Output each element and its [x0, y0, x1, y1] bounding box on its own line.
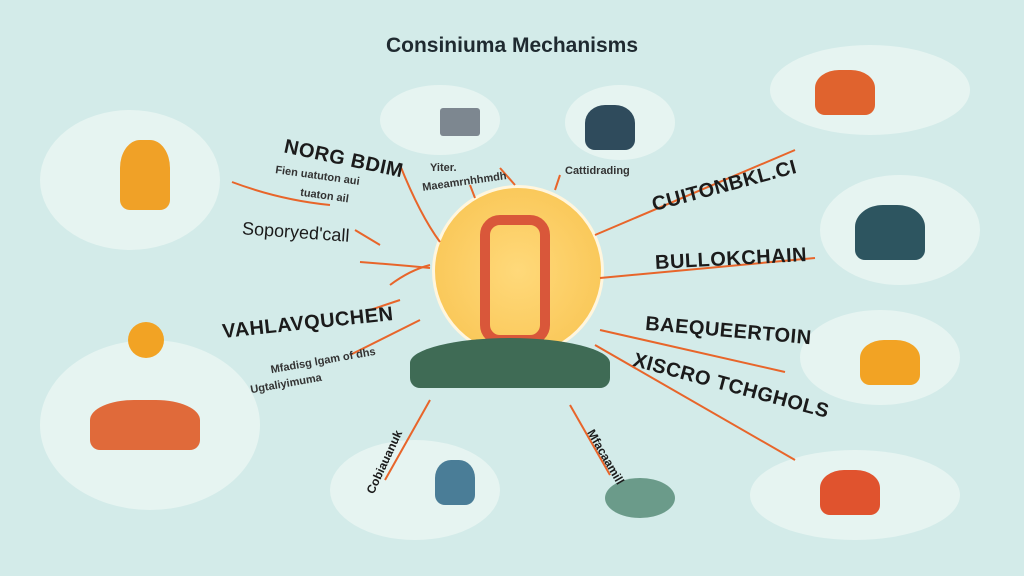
coin-icon [128, 322, 164, 358]
arrow [384, 399, 431, 481]
arrow [354, 229, 381, 246]
arrow [569, 404, 611, 476]
laptop-icon [440, 108, 480, 136]
person-cafe [90, 400, 200, 450]
label-cattid: Cattidrading [565, 165, 630, 177]
arrow [389, 264, 431, 286]
arrow [369, 299, 401, 311]
person-seated [435, 460, 475, 505]
arrow [499, 167, 516, 186]
plant-bush [605, 478, 675, 518]
arrow [231, 181, 331, 206]
arrow [359, 261, 431, 269]
person-study [860, 340, 920, 385]
arrow [599, 257, 816, 279]
central-sun [432, 185, 604, 357]
person-man [585, 105, 635, 150]
arrow [469, 184, 476, 199]
arrow [554, 174, 561, 191]
diagram-title: Consiniuma Mechanisms [385, 34, 639, 57]
arrow [594, 344, 796, 461]
label-yiter: Yiter. [430, 162, 457, 174]
person-couple [815, 70, 875, 115]
arrow [599, 329, 786, 373]
arrow [349, 319, 421, 356]
person-woman [820, 470, 880, 515]
person-laptop-duo [855, 205, 925, 260]
arrow [594, 149, 796, 236]
person-reader [120, 140, 170, 210]
arrow [399, 164, 441, 243]
flower-bush [410, 338, 610, 388]
